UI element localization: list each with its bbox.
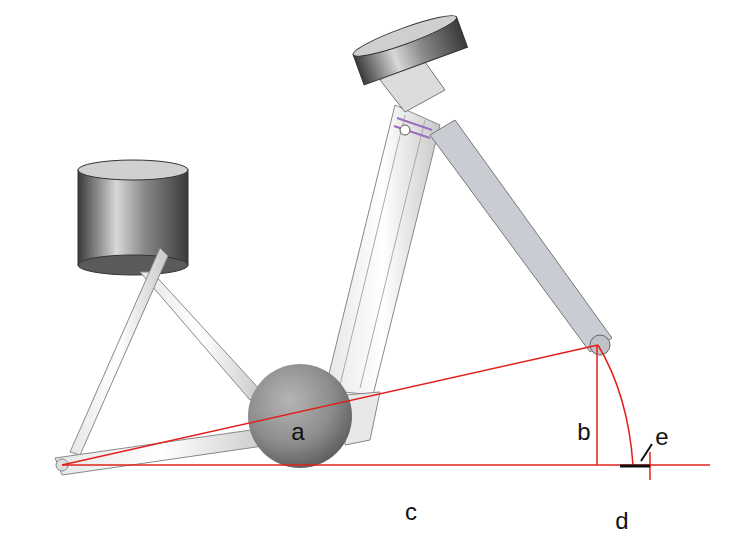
top-weight	[350, 10, 467, 112]
dimension-label: b	[575, 419, 592, 445]
push-rod	[430, 120, 612, 355]
left-frame	[55, 248, 270, 475]
ball	[248, 364, 352, 468]
dimension-label: e	[653, 424, 670, 450]
construction-lines	[62, 345, 710, 480]
offset-marker	[620, 444, 652, 466]
dimension-label: d	[613, 508, 630, 534]
dimension-label: a	[289, 419, 306, 445]
dimension-label: c	[403, 499, 419, 525]
left-weight	[78, 160, 188, 275]
